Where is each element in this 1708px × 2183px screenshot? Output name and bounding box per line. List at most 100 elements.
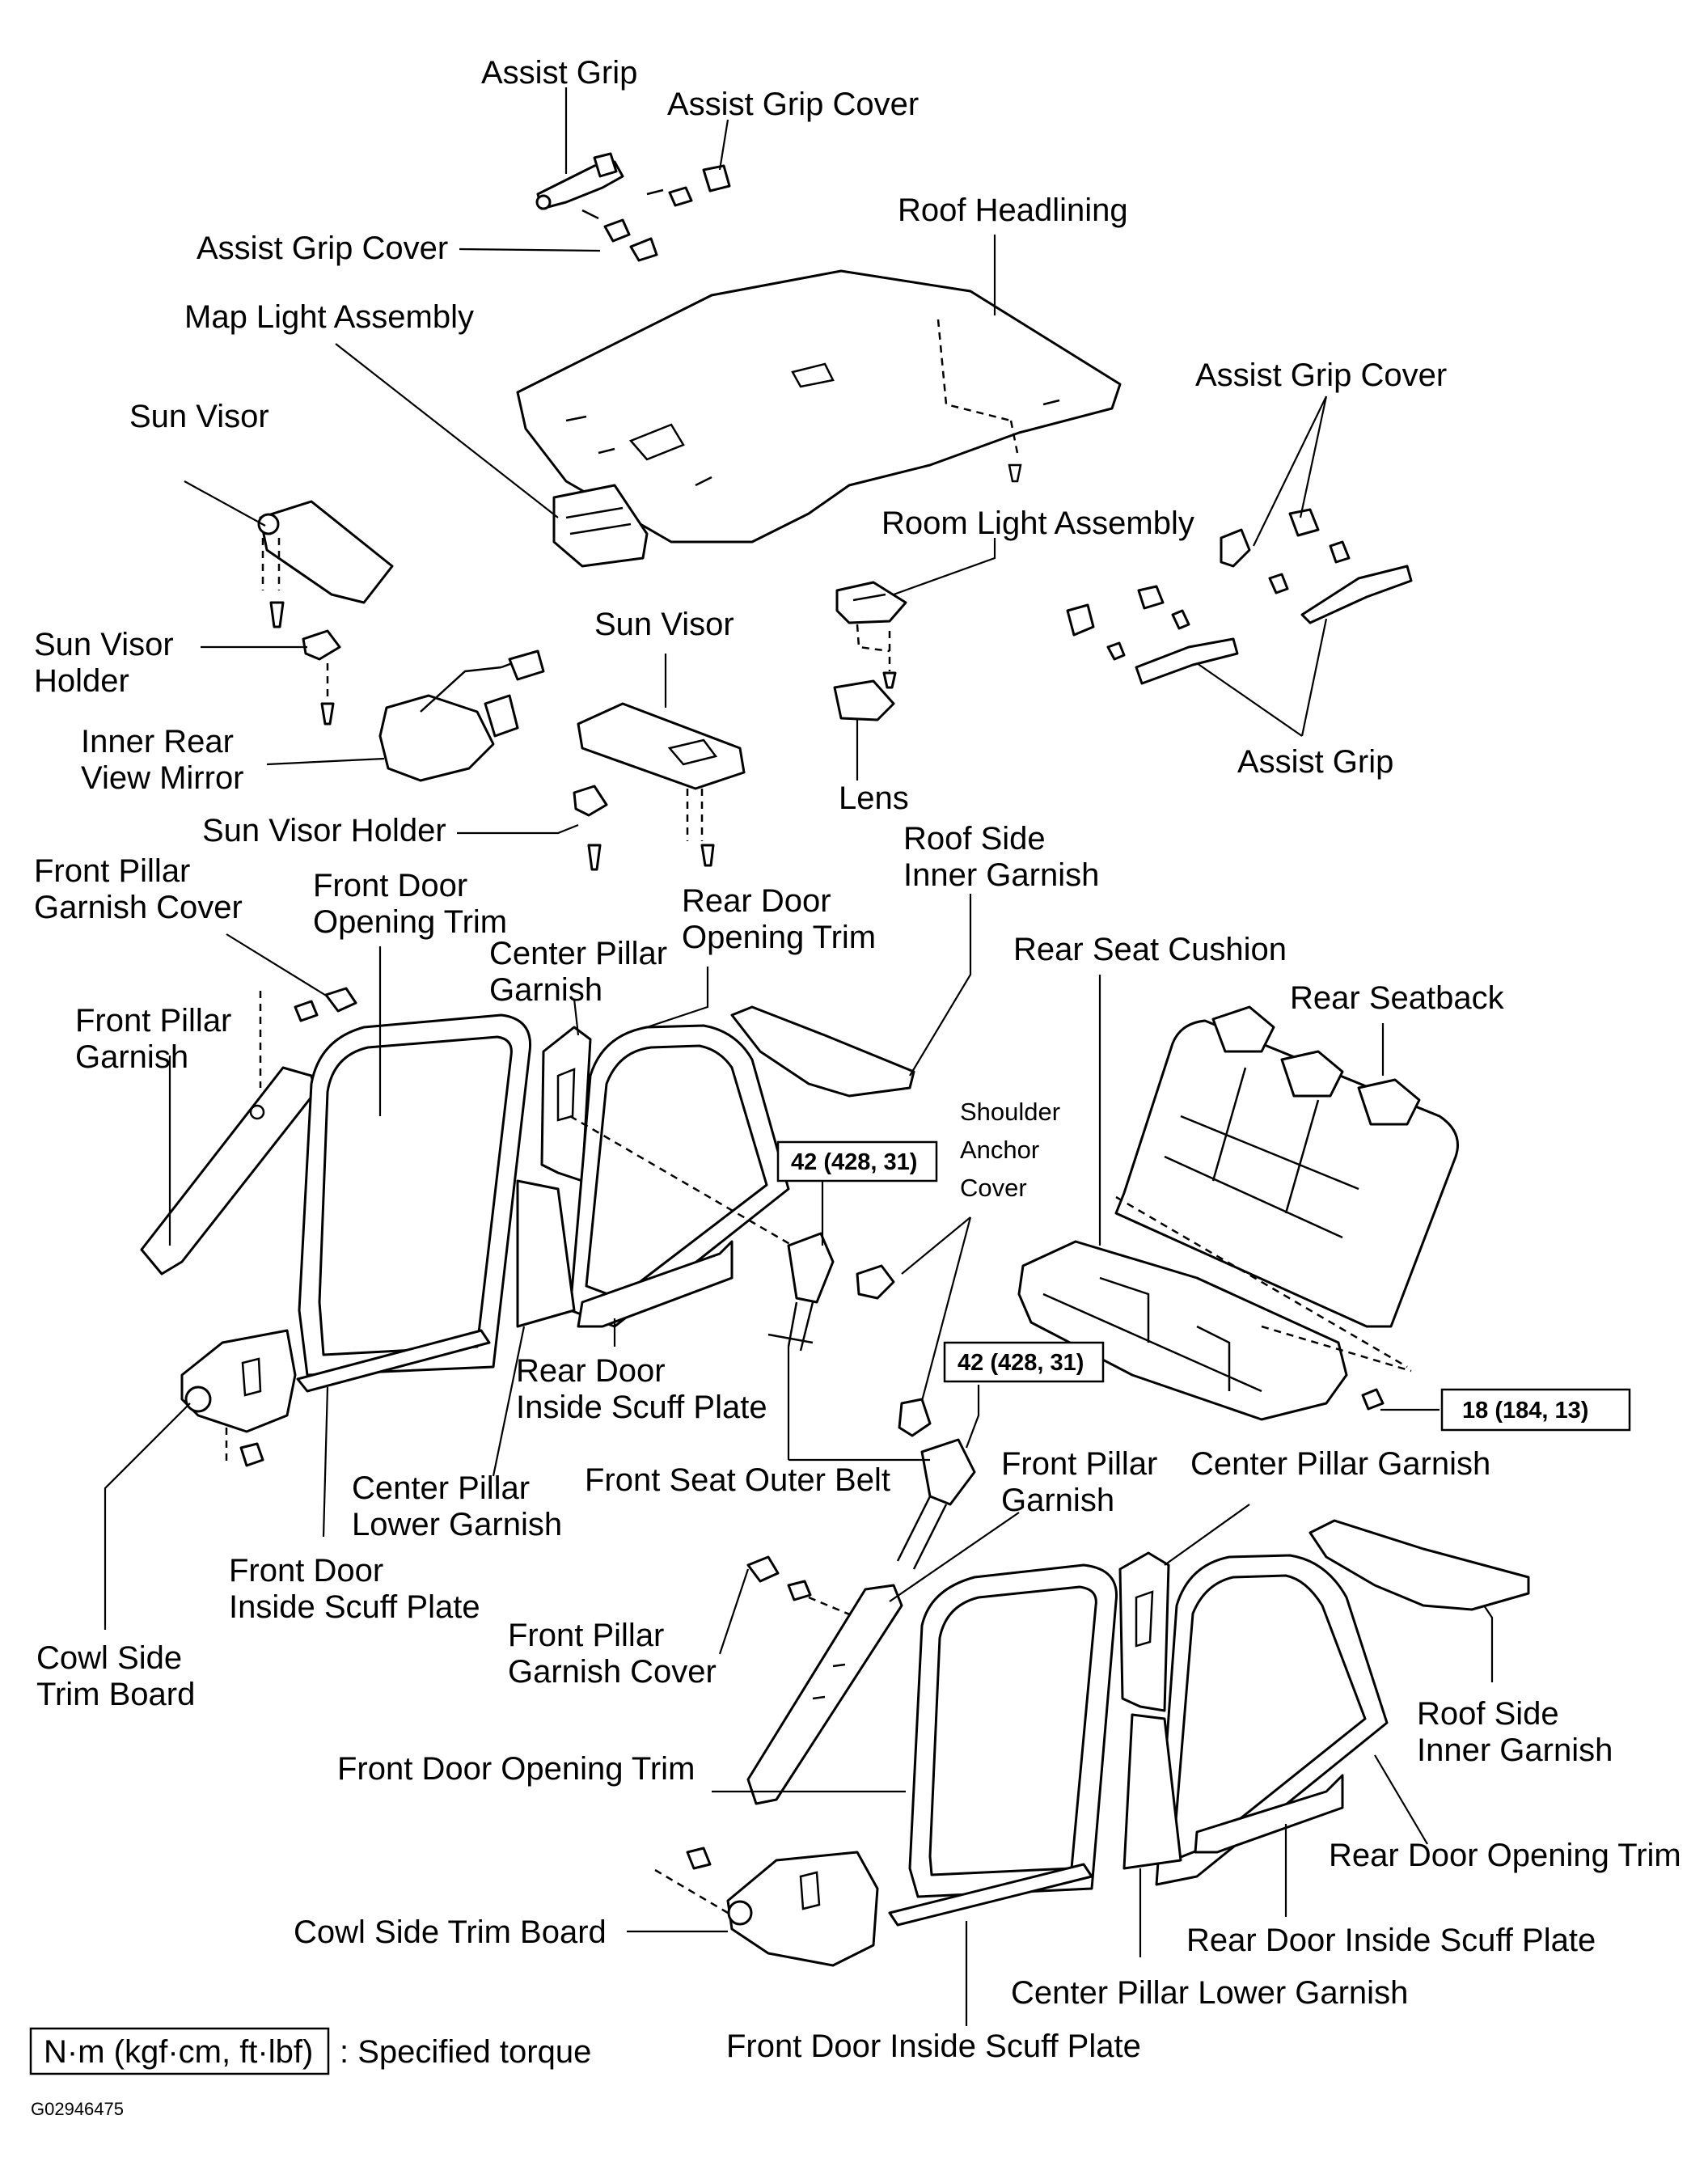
torque-spec-belt-upper: 42 (428, 31) — [776, 1140, 938, 1182]
label-lens: Lens — [839, 781, 909, 816]
label-center-pillar-garnish-top-2: Garnish — [489, 972, 602, 1008]
room-light-assembly-part — [835, 581, 907, 689]
torque-value-seat: 18 (184, 13) — [1462, 1398, 1588, 1424]
label-front-pillar-garnish-mid-1: Front Pillar — [1001, 1446, 1157, 1482]
leader-lines — [104, 87, 1494, 2026]
label-rear-door-inside-scuff-top-2: Inside Scuff Plate — [516, 1390, 767, 1425]
label-rear-seat-cushion: Rear Seat Cushion — [1013, 932, 1287, 967]
label-sun-visor-right: Sun Visor — [594, 607, 734, 642]
label-rear-door-opening-trim-bottom: Rear Door Opening Trim — [1329, 1838, 1681, 1873]
label-cowl-side-trim-board-top-2: Trim Board — [36, 1677, 195, 1712]
label-map-light-assembly: Map Light Assembly — [184, 299, 474, 335]
label-assist-grip-cover-right: Assist Grip Cover — [1195, 357, 1447, 393]
roof-side-inner-garnish-bottom-part — [1308, 1519, 1530, 1611]
label-inner-mirror-2: View Mirror — [81, 760, 244, 796]
label-assist-grip-cover-top: Assist Grip Cover — [667, 87, 919, 122]
inner-rear-view-mirror-part — [378, 649, 545, 782]
torque-value-belt-lower: 42 (428, 31) — [958, 1350, 1084, 1376]
shoulder-anchor-cover-part — [856, 1264, 932, 1437]
label-center-pillar-lower-garnish-top-2: Lower Garnish — [352, 1507, 562, 1542]
label-front-pillar-garnish-mid-2: Garnish — [1001, 1483, 1114, 1518]
label-center-pillar-lower-garnish-bottom: Center Pillar Lower Garnish — [1011, 1975, 1408, 2011]
cowl-side-trim-board-bottom-part — [654, 1847, 879, 1967]
lens-part — [833, 679, 895, 721]
front-pillar-garnish-mid-part — [746, 1584, 903, 1805]
cowl-side-trim-board-top-part — [180, 1329, 297, 1467]
torque-value-belt-upper: 42 (428, 31) — [791, 1149, 917, 1175]
label-front-pillar-garnish-top-2: Garnish — [75, 1039, 188, 1075]
label-rear-door-inside-scuff-top-1: Rear Door — [516, 1353, 666, 1389]
map-light-assembly-part — [552, 484, 649, 568]
label-cowl-side-trim-board-bottom: Cowl Side Trim Board — [294, 1914, 607, 1950]
front-pillar-garnish-cover-bottom-part — [746, 1555, 858, 1619]
sun-visor-left-part — [257, 500, 394, 726]
label-shoulder-anchor-cover-3: Cover — [960, 1174, 1027, 1202]
assist-grip-top-part — [535, 152, 731, 262]
label-assist-grip-right: Assist Grip — [1237, 744, 1393, 780]
legend-unit-box: N·m (kgf·cm, ft·lbf) — [44, 2034, 313, 2070]
diagram-labels: Assist Grip Assist Grip Cover Assist Gri… — [34, 55, 1681, 2064]
label-front-door-opening-trim-bottom: Front Door Opening Trim — [337, 1751, 695, 1787]
label-inner-mirror-1: Inner Rear — [81, 724, 234, 759]
rear-seatback-part — [1114, 1005, 1459, 1328]
rear-seat-cushion-part — [1017, 1195, 1412, 1421]
label-rear-door-opening-trim-top-1: Rear Door — [682, 883, 831, 919]
center-pillar-lower-garnish-top-part — [516, 1179, 576, 1328]
label-sun-visor-holder-left-2: Holder — [34, 663, 129, 699]
label-front-pillar-garnish-cover-bottom-1: Front Pillar — [508, 1618, 664, 1653]
label-roof-side-inner-garnish-top-2: Inner Garnish — [903, 857, 1099, 893]
label-roof-headlining: Roof Headlining — [898, 192, 1128, 228]
label-sun-visor-left: Sun Visor — [129, 399, 269, 434]
label-front-pillar-garnish-cover-top-2: Garnish Cover — [34, 890, 243, 925]
figure-code: G02946475 — [31, 2099, 124, 2119]
rear-door-inside-scuff-bottom-part — [1194, 1774, 1344, 1854]
sun-visor-right-part — [573, 702, 746, 871]
label-roof-side-inner-garnish-bottom-2: Inner Garnish — [1417, 1732, 1613, 1768]
rear-door-opening-trim-bottom-part — [1155, 1554, 1389, 1886]
label-front-door-opening-trim-top-1: Front Door — [313, 868, 467, 903]
torque-spec-belt-lower: 42 (428, 31) — [943, 1341, 1105, 1383]
label-front-door-inside-scuff-bottom: Front Door Inside Scuff Plate — [726, 2029, 1141, 2064]
label-center-pillar-garnish-top-1: Center Pillar — [489, 936, 667, 971]
front-pillar-garnish-cover-top-part — [294, 987, 357, 1022]
label-sun-visor-holder-right: Sun Visor Holder — [202, 813, 446, 848]
label-assist-grip-cover-left: Assist Grip Cover — [197, 231, 448, 266]
torque-legend: N·m (kgf·cm, ft·lbf) : Specified torque — [29, 2027, 591, 2075]
assist-grip-right-part — [1066, 508, 1413, 685]
front-door-inside-scuff-top-part — [296, 1329, 491, 1393]
label-front-door-opening-trim-top-2: Opening Trim — [313, 904, 507, 940]
front-seat-outer-belt-part — [569, 1115, 976, 1570]
rear-door-opening-trim-top-part — [569, 1024, 790, 1328]
label-center-pillar-garnish-bottom: Center Pillar Garnish — [1190, 1446, 1490, 1482]
label-room-light-assembly: Room Light Assembly — [881, 506, 1194, 541]
label-shoulder-anchor-cover-1: Shoulder — [960, 1098, 1060, 1126]
front-door-opening-trim-bottom-part — [908, 1563, 1118, 1898]
label-rear-door-inside-scuff-bottom: Rear Door Inside Scuff Plate — [1186, 1923, 1596, 1958]
rear-door-inside-scuff-top-part — [577, 1240, 734, 1328]
label-front-pillar-garnish-cover-top-1: Front Pillar — [34, 853, 190, 889]
label-rear-door-opening-trim-top-2: Opening Trim — [682, 920, 876, 955]
label-cowl-side-trim-board-top-1: Cowl Side — [36, 1640, 182, 1676]
label-front-pillar-garnish-cover-bottom-2: Garnish Cover — [508, 1654, 717, 1690]
center-pillar-lower-garnish-bottom-part — [1122, 1713, 1182, 1870]
label-shoulder-anchor-cover-2: Anchor — [960, 1136, 1039, 1164]
center-pillar-garnish-bottom-part — [1118, 1551, 1170, 1712]
label-front-seat-outer-belt: Front Seat Outer Belt — [585, 1462, 890, 1498]
roof-headlining-part — [516, 269, 1122, 544]
label-roof-side-inner-garnish-top-1: Roof Side — [903, 821, 1046, 857]
front-door-opening-trim-top-part — [298, 1013, 532, 1377]
roof-side-inner-garnish-top-part — [730, 1005, 915, 1098]
label-front-door-inside-scuff-top-1: Front Door — [229, 1553, 383, 1589]
front-door-inside-scuff-bottom-part — [888, 1863, 1093, 1927]
legend-description: : Specified torque — [340, 2034, 591, 2070]
label-sun-visor-holder-left-1: Sun Visor — [34, 627, 174, 662]
label-assist-grip-top: Assist Grip — [481, 55, 637, 91]
label-rear-seatback: Rear Seatback — [1290, 980, 1505, 1016]
label-front-pillar-garnish-top-1: Front Pillar — [75, 1003, 231, 1039]
torque-spec-seat: 18 (184, 13) — [1440, 1388, 1631, 1432]
label-roof-side-inner-garnish-bottom-1: Roof Side — [1417, 1696, 1559, 1732]
label-front-door-inside-scuff-top-2: Inside Scuff Plate — [229, 1589, 480, 1625]
label-center-pillar-lower-garnish-top-1: Center Pillar — [352, 1470, 530, 1506]
